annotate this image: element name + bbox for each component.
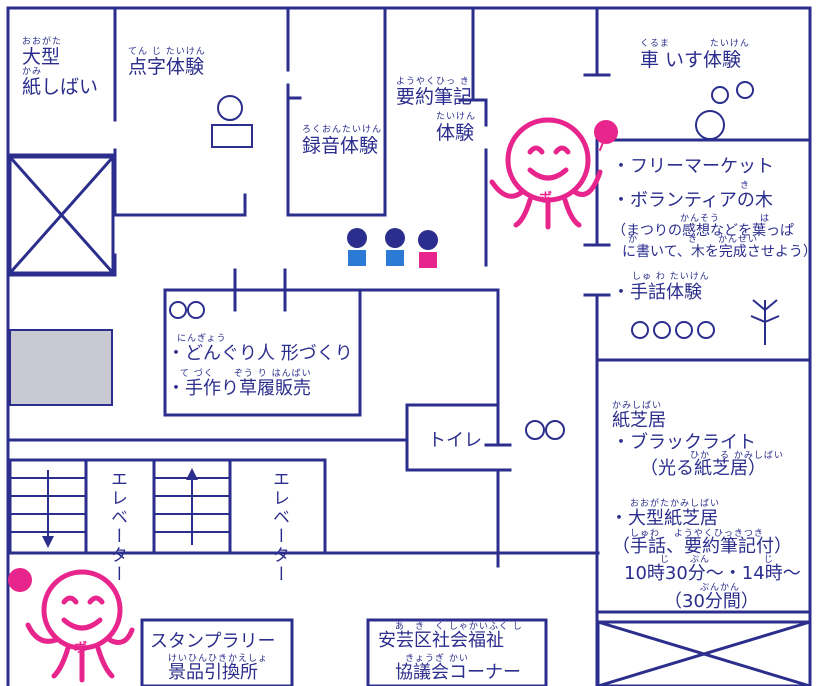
ogata-kami-ruby: おおがたかみしばい [630,499,721,509]
ogata-label: 大型 [22,46,61,68]
kuruma-label: 車 いす体験 [640,49,742,71]
note1-text: （まつりの感想などを葉っぱ [612,223,794,239]
mascot-top-icon [489,117,605,230]
shuwa-yoyaku-ruby: しゅわ ようやくひっきつき [630,529,764,539]
kyogi-label: 協議会コーナー [395,662,521,683]
volunteer-tree-label: ・ボランティアの木 [612,190,773,211]
tenji-ruby: てん じ たいけん [128,47,206,57]
shuwa-ruby: しゅ わ たいけん [632,272,710,282]
mascot-top-letter: ボ [539,191,553,206]
yoyaku-taiken-ruby: たいけん [436,112,477,122]
aki-label: 安芸区社会福祉 [378,630,504,651]
kami-shibai-label: 紙しばい [22,76,99,98]
shuwa-label: ・手話体験 [612,282,702,303]
zori-label: ・手作り草履販売 [167,378,311,399]
outer-wall [6,6,812,686]
time-ruby: じ ぷん じ [660,555,774,565]
note2-text: に書いて、木を完成させよう） [622,244,817,260]
tenji-label: 点字体験 [128,56,205,78]
toilet-label: トイレ [428,430,482,451]
keihin-ruby: けいひんひきかえしょ [168,654,269,664]
kami-ruby: かみ [22,67,43,77]
elevator1-label: エレベーター [107,470,127,584]
void-left [8,155,115,275]
yoyaku-taiken-label: 体験 [436,122,475,144]
balloon-top-icon [594,120,618,144]
ki-ruby: き [740,181,751,191]
time-label: 10時30分～・14時～ [624,563,801,584]
duration-label: （30分間） [664,591,759,612]
note1-ruby: かんそう は [680,214,771,224]
mascot-bottom-icon [25,569,135,683]
ogata-ruby: おおがた [22,37,63,47]
mascot-bottom-letter: ボ [74,641,88,656]
balloon-bottom-icon [8,568,32,592]
yoyaku-label: 要約筆記 [396,86,473,108]
yoyaku-ruby: ようやくひっ き [396,77,470,87]
kyogi-ruby: きょうぎ かい [405,654,469,664]
grey-area [9,329,113,406]
stair-up-arrow [186,468,198,480]
stamp-rally-label: スタンプラリー [150,631,276,652]
ningyo-ruby: にんぎょう [177,334,227,344]
keihin-label: 景品引換所 [168,662,258,683]
shuwa-yoyaku-label: （手話、要約筆記付） [612,536,792,557]
aki-ruby: あ き く しゃかいふく し [395,622,523,632]
people-icons [169,81,780,440]
ningyo-label: ・どんぐり人 形づくり [167,343,353,364]
hikaru-ruby: ひか る かみしばい [690,451,784,461]
duration-ruby: ぷんかん [700,583,741,593]
kamishibai-label: 紙芝居 [612,410,666,431]
zori-ruby: て づく ぞう り はんばい [180,369,312,379]
kamishibai-ruby: かみしばい [612,401,663,411]
rokuon-label: 録音体験 [302,135,379,157]
stairs [10,470,230,545]
ogata-kami-label: ・大型紙芝居 [610,508,718,529]
note2-ruby: か き かんせい [628,235,759,245]
children-icon [347,228,438,268]
stair-down-arrow [42,536,54,548]
hikaru-label: （光る紙芝居） [640,458,766,479]
rokuon-ruby: ろくおんたいけん [302,125,383,135]
blacklight-label: ・ブラックライト [612,432,756,453]
flea-market-label: ・フリーマーケット [612,156,774,177]
elevator2-label: エレベーター [269,470,289,584]
kuruma-ruby: くるま たいけん [640,39,750,49]
